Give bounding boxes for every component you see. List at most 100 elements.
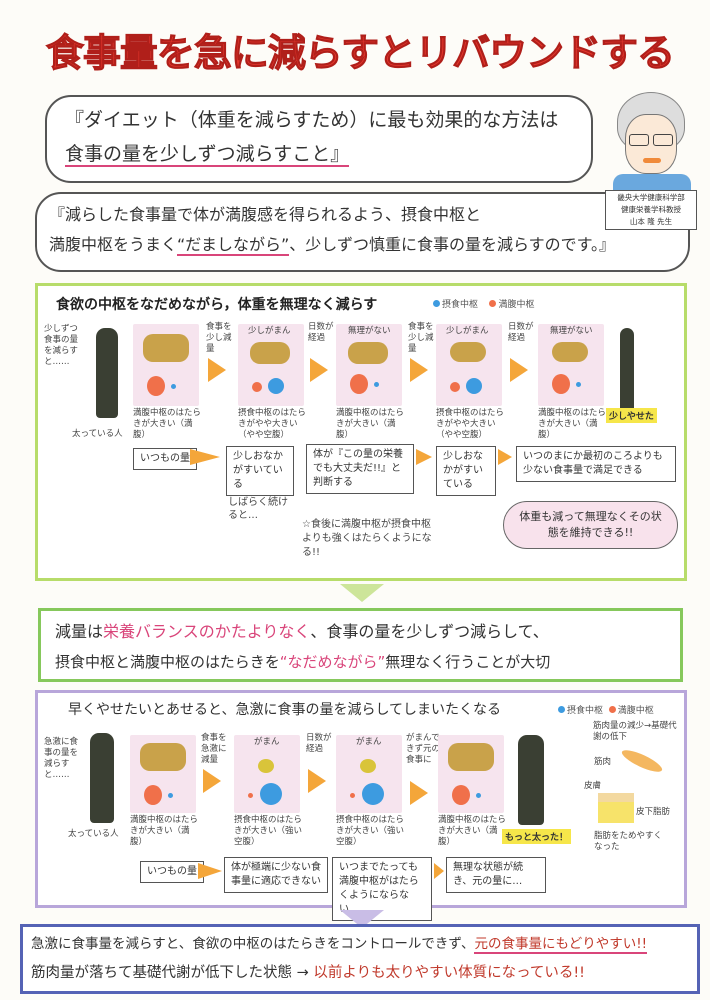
legend-label: 摂食中枢 <box>442 300 479 310</box>
down-arrow-icon <box>340 910 384 928</box>
meal-icon <box>360 759 376 773</box>
silhouette-fat <box>90 733 114 823</box>
fat-label: 皮下脂肪 <box>636 807 671 817</box>
step-cell: 少しがまん <box>238 324 304 406</box>
legend: 摂食中枢 満腹中枢 <box>558 703 654 716</box>
step-cell: がまん <box>336 735 402 813</box>
page-title: 食事量を急に減らすとリバウンドする <box>45 31 675 76</box>
meal-icon <box>448 743 494 771</box>
rapid-diet-panel: 早くやせたいとあせると、急激に食事の量を減らしてしまいたくなる 摂食中枢 満腹中… <box>35 690 687 921</box>
side-note: 筋肉量の減少→基礎代謝の低下 <box>593 721 677 742</box>
feeding-center-dot <box>171 384 176 389</box>
doctor-portrait: 畿央大学健康科学部 健康栄養学科教授 山本 隆 先生 <box>605 92 697 232</box>
text: 、少しずつ慎重に食事の量を減らすのです。』 <box>289 235 616 254</box>
summary-box-2: 急激に食事量を減らすと、食欲の中枢のはたらきをコントロールできず、元の食事量にも… <box>20 924 700 994</box>
step-cell: 無理がない <box>336 324 402 406</box>
arrow-icon <box>208 358 226 382</box>
step-header: がまん <box>356 737 382 747</box>
doctor-name-plate: 畿央大学健康科学部 健康栄養学科教授 山本 隆 先生 <box>605 190 697 230</box>
satiety-center-dot <box>450 382 460 392</box>
arrow-icon <box>203 769 221 793</box>
skin-label: 皮膚 <box>584 781 602 791</box>
arrow-icon <box>510 358 528 382</box>
text: 筋肉量が落ちて基礎代謝が低下した状態 → <box>31 965 314 981</box>
arrow-icon <box>190 449 220 465</box>
text: 摂食中枢と満腹中枢のはたらきを <box>55 653 280 671</box>
step-caption: 摂食中枢のはたらきがやや大きい（やや空腹） <box>238 408 306 440</box>
emphasis: 元の食事量にもどりやすい!! <box>474 936 648 954</box>
meal-icon <box>348 342 388 364</box>
result-cloud: 体重も減って無理なくその状態を維持できる!! <box>503 501 678 549</box>
legend-label: 摂食中枢 <box>567 706 604 716</box>
text: 満腹中枢をうまく <box>49 235 178 254</box>
arrow-icon <box>410 781 428 805</box>
text: 急激に食事量を減らすと、食欲の中枢のはたらきをコントロールできず、 <box>31 936 475 952</box>
arrow-label: 日数が経過 <box>308 322 334 343</box>
step-header: がまん <box>254 737 280 747</box>
fat-layer-icon <box>598 793 634 823</box>
arrow-label: 食事を急激に減量 <box>201 733 227 765</box>
meal-icon <box>143 334 189 362</box>
legend-dot <box>489 300 497 307</box>
down-arrow-icon <box>340 584 384 602</box>
flow-box: 無理な状態が続き、元の量に… <box>446 857 546 893</box>
meal-icon <box>450 342 486 362</box>
flow-box: 体が『この量の栄養でも大丈夫だ!!』と判断する <box>306 444 414 494</box>
bubble-line: 『ダイエット（体重を減らすため）に最も効果的な方法は <box>65 109 559 131</box>
flow-box: いつのまにか最初のころよりも少ない食事量で満足できる <box>516 446 676 482</box>
satiety-center-dot <box>350 374 368 394</box>
arrow-icon <box>434 863 444 879</box>
end-label: もっと太った！ <box>502 829 572 844</box>
feeding-center-dot <box>362 783 384 805</box>
flow-box: 少しおなかがすいている <box>226 446 294 496</box>
flow-side-note: しばらく続けると… <box>228 497 288 521</box>
text: 減量は <box>55 622 104 641</box>
emphasis: “だましながら” <box>177 235 290 256</box>
side-note: 脂肪をためやすくなった <box>594 831 663 852</box>
flow-box: 体が極端に少ない食事量に適応できない <box>224 857 328 893</box>
intro-text: 急激に食事の量を減らすと…… <box>44 737 79 780</box>
feeding-center-dot <box>466 378 482 394</box>
affiliation: 健康栄養学科教授 <box>621 205 681 214</box>
step-caption: 満腹中枢のはたらきが大きい（満腹） <box>438 815 506 847</box>
step-cell <box>130 735 196 813</box>
text: 、食事の量を少しずつ減らして、 <box>310 622 549 641</box>
face-shape <box>625 114 677 174</box>
star-note: ☆食後に満腹中枢が摂食中枢よりも強くはたらくようになる!! <box>302 519 432 558</box>
step-caption: 摂食中枢のはたらきが大きい（強い空腹） <box>234 815 303 847</box>
satiety-center-dot <box>552 374 570 394</box>
arrow-icon <box>498 449 512 465</box>
arrow-label: 日数が経過 <box>508 322 534 343</box>
legend-dot <box>608 706 616 713</box>
feeding-center-dot <box>268 378 284 394</box>
affiliation: 畿央大学健康科学部 <box>617 193 685 202</box>
step-caption: 満腹中枢のはたらきが大きい（満腹） <box>538 408 606 440</box>
step-cell <box>133 324 199 406</box>
flow-box: いつもの量 <box>140 861 204 883</box>
legend-dot <box>558 706 565 713</box>
mouth-icon <box>643 158 661 163</box>
panel-title: 食欲の中枢をなだめながら，体重を無理なく減らす <box>56 297 378 313</box>
glasses-icon <box>653 134 673 146</box>
step-header: 少しがまん <box>446 326 489 336</box>
step-cell <box>438 735 504 813</box>
satiety-center-dot <box>144 785 162 805</box>
satiety-center-dot <box>452 785 470 805</box>
speech-bubble-2: 『減らした食事量で体が満腹感を得られるよう、摂食中枢と 満腹中枢をうまく“だまし… <box>35 192 690 272</box>
emphasis: “なだめながら” <box>279 653 386 671</box>
start-label: 太っている人 <box>68 829 119 839</box>
feeding-center-dot <box>168 793 173 798</box>
flow-box: 少しおなかがすいている <box>436 446 496 496</box>
legend-label: 満腹中枢 <box>498 300 535 310</box>
muscle-label: 筋肉 <box>594 757 612 767</box>
meal-icon <box>258 759 274 773</box>
satiety-center-dot <box>350 793 355 798</box>
meal-icon <box>250 342 290 364</box>
meal-icon <box>552 342 588 362</box>
feeding-center-dot <box>576 382 581 387</box>
step-caption: 満腹中枢のはたらきが大きい（満腹） <box>133 408 201 440</box>
emphasis: 栄養バランスのかたよりなく <box>103 622 311 641</box>
muscle-icon <box>619 746 665 776</box>
legend-dot <box>433 300 440 307</box>
step-header: 無理がない <box>348 326 391 336</box>
